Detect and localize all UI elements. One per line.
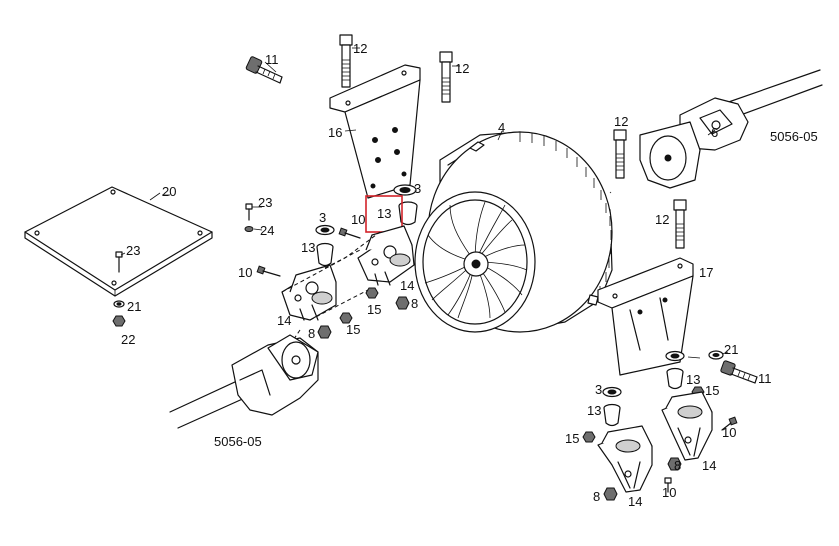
drive-shaft-lower[interactable] [169, 334, 319, 429]
nut-8-right-a[interactable] [667, 457, 682, 471]
label-3-right-mid: 3 [595, 382, 602, 397]
label-3-top: 3 [414, 181, 421, 196]
label-5056-05-lower: 5056-05 [214, 434, 262, 449]
bracket-16[interactable] [329, 64, 421, 199]
washer-3-left[interactable] [315, 224, 335, 236]
label-5056-05-upper: 5056-05 [770, 129, 818, 144]
nut-8-center[interactable] [395, 296, 410, 310]
label-14-left: 14 [277, 313, 291, 328]
label-23-lower: 23 [126, 243, 140, 258]
bolt-10-right-lower[interactable] [664, 477, 672, 493]
fan-housing-4[interactable] [414, 130, 613, 333]
bushing-13-right-top[interactable] [666, 367, 684, 390]
drive-shaft-upper[interactable] [639, 69, 823, 189]
bolt-12-right-b[interactable] [673, 199, 687, 249]
washer-21-right[interactable] [708, 350, 724, 360]
leader-lines [120, 191, 729, 359]
label-12-right-b: 12 [655, 212, 669, 227]
bolt-12-top-b[interactable] [439, 51, 460, 103]
label-20: 20 [162, 184, 176, 199]
label-14-right-upper: 14 [702, 458, 716, 473]
label-10-left: 10 [238, 265, 252, 280]
label-17: 17 [699, 265, 713, 280]
label-15-center: 15 [367, 302, 381, 317]
label-21-left: 21 [127, 299, 141, 314]
label-15-right-upper: 15 [705, 383, 719, 398]
bolt-11-right[interactable] [720, 360, 758, 384]
label-24: 24 [260, 223, 274, 238]
label-13-left: 13 [301, 240, 315, 255]
plate-20[interactable] [24, 186, 213, 297]
bracket-17[interactable] [597, 257, 694, 376]
mount-bracket-14-right-upper[interactable] [661, 391, 713, 461]
label-12-top-b: 12 [455, 61, 469, 76]
bolt-10-center[interactable] [338, 227, 361, 239]
bushing-13-right-mid[interactable] [603, 403, 621, 427]
label-3-left: 3 [319, 210, 326, 225]
label-6: 6 [711, 125, 718, 140]
label-13-right-mid: 13 [587, 403, 601, 418]
bushing-13-highlighted[interactable] [365, 195, 418, 233]
mount-bracket-14-left[interactable] [281, 264, 337, 321]
label-15-right-lower: 15 [565, 431, 579, 446]
label-12-top-a: 12 [353, 41, 367, 56]
label-8-center: 8 [411, 296, 418, 311]
label-14-center: 14 [400, 278, 414, 293]
bushing-13-left[interactable] [316, 242, 334, 267]
bolt-12-top-a[interactable] [339, 34, 360, 88]
label-10-right-lower: 10 [662, 485, 676, 500]
bolt-12-right-a[interactable] [613, 129, 627, 179]
label-15-left: 15 [346, 322, 360, 337]
mount-bracket-14-center[interactable] [357, 225, 415, 286]
label-14-right-lower: 14 [628, 494, 642, 509]
label-16: 16 [328, 125, 342, 140]
bolt-11-top[interactable] [245, 56, 283, 84]
label-8-right-a: 8 [674, 458, 681, 473]
label-10-center: 10 [351, 212, 365, 227]
bolt-10-right-upper[interactable] [721, 416, 738, 431]
nut-8-right-b[interactable] [603, 487, 618, 501]
label-21-right: 21 [724, 342, 738, 357]
label-8-right-b: 8 [593, 489, 600, 504]
nut-15-center[interactable] [365, 287, 379, 299]
label-10-right-upper: 10 [722, 425, 736, 440]
nut-15-left[interactable] [339, 312, 353, 324]
callout-labels: 11 12 12 16 4 5056-05 6 12 20 23 24 3 3 … [121, 41, 818, 509]
label-13-right-top: 13 [686, 372, 700, 387]
nut-8-left[interactable] [317, 325, 332, 339]
label-22: 22 [121, 332, 135, 347]
label-13-highlighted: 13 [377, 206, 391, 221]
bolt-23-upper[interactable] [245, 203, 253, 221]
label-23-upper: 23 [258, 195, 272, 210]
washer-21-left[interactable] [113, 300, 125, 308]
mount-bracket-14-right-lower[interactable] [597, 425, 653, 493]
washer-24[interactable] [244, 226, 254, 232]
washer-3-top[interactable] [393, 184, 417, 196]
label-11-right: 11 [758, 371, 772, 386]
washer-3-right-top[interactable] [665, 350, 685, 362]
label-12-right-a: 12 [614, 114, 628, 129]
bolt-10-left[interactable] [256, 265, 281, 277]
label-4: 4 [498, 120, 505, 135]
nut-22[interactable] [112, 315, 126, 327]
label-11-top: 11 [265, 52, 279, 67]
label-8-left: 8 [308, 326, 315, 341]
nut-15-right-lower[interactable] [582, 431, 596, 443]
washer-3-right-mid[interactable] [602, 386, 622, 398]
